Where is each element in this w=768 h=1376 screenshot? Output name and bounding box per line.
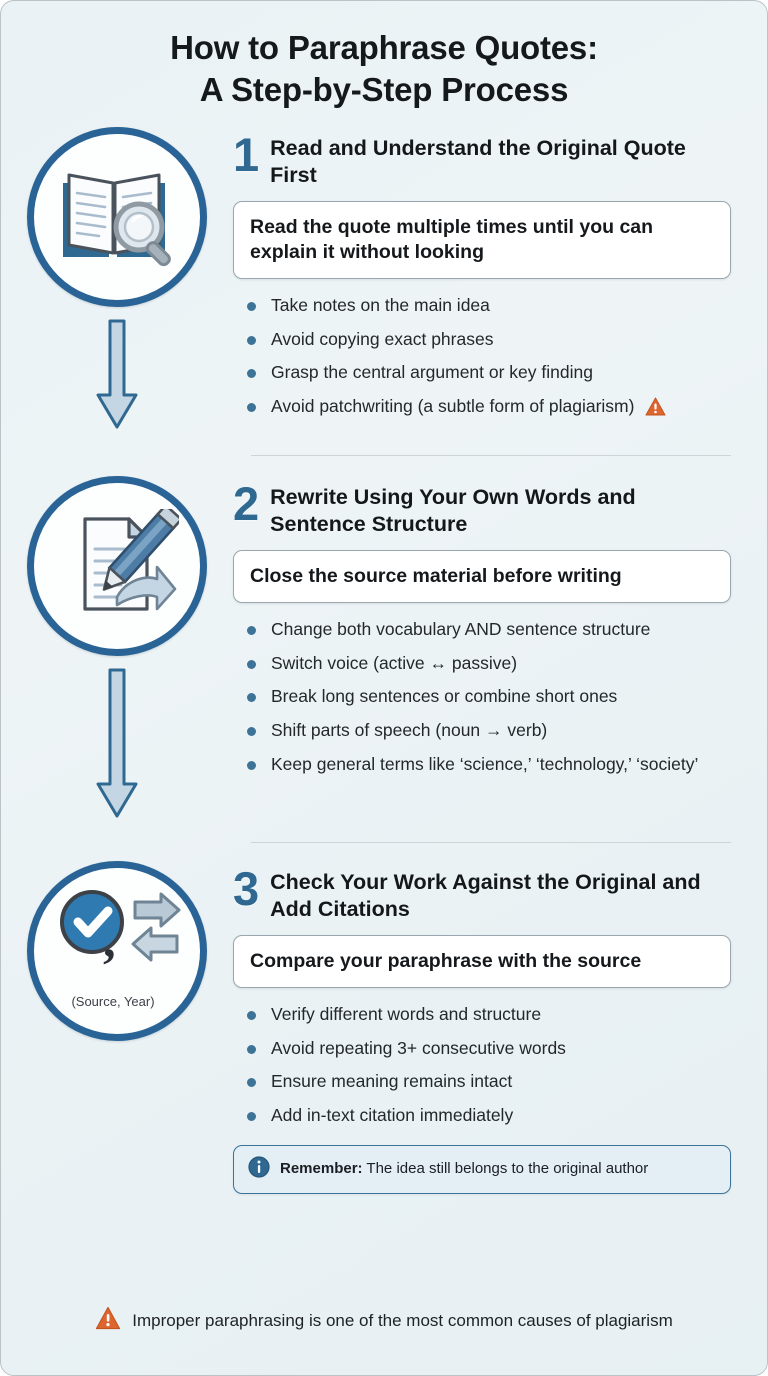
list-item: Keep general terms like ‘science,’ ‘tech…: [247, 753, 731, 776]
bullet-text: Verify different words and structure: [271, 1003, 542, 1024]
connector-arrow-2-to-3: [94, 668, 140, 820]
list-item: Add in-text citation immediately: [247, 1104, 731, 1127]
step-2: 2 Rewrite Using Your Own Words and Sente…: [1, 476, 767, 820]
bullet-dot-icon: [247, 301, 256, 311]
bullet-text: Break long sentences or combine short on…: [271, 686, 618, 707]
bullet-dot-icon: [247, 693, 256, 703]
step-1-content: 1 Read and Understand the Original Quote…: [233, 127, 767, 421]
svg-text:’: ’: [101, 937, 118, 993]
bullet-dot-icon: [247, 1010, 256, 1020]
step-2-number: 2: [233, 477, 260, 531]
list-item: Change both vocabulary AND sentence stru…: [247, 618, 731, 641]
title-line-2: A Step-by-Step Process: [199, 71, 569, 109]
remember-note-text: Remember: The idea still belongs to the …: [280, 1160, 648, 1179]
bullet-dot-icon: [247, 369, 256, 379]
step-3-icon-column: ’ (Source, Year): [1, 861, 233, 1042]
step-3-content: 3 Check Your Work Against the Original a…: [233, 861, 767, 1194]
open-book-magnifier-icon: [27, 127, 207, 308]
bullet-text: Ensure meaning remains intact: [271, 1071, 513, 1092]
step-1: 1 Read and Understand the Original Quote…: [1, 127, 767, 431]
footer-warning-text: Improper paraphrasing is one of the most…: [132, 1310, 673, 1330]
bullet-text: Add in-text citation immediately: [271, 1105, 514, 1126]
step-1-number: 1: [233, 128, 260, 182]
list-item: Ensure meaning remains intact: [247, 1070, 731, 1093]
remember-body: The idea still belongs to the original a…: [362, 1159, 649, 1177]
list-item: Take notes on the main idea: [247, 294, 731, 317]
bullet-dot-icon: [247, 403, 256, 413]
bullet-dot-icon: [247, 659, 256, 669]
bullet-dot-icon: [247, 625, 256, 635]
info-icon: [248, 1156, 270, 1183]
list-item: Shift parts of speech (noun → verb): [247, 719, 731, 742]
step-3-number: 3: [233, 862, 260, 916]
section-divider-1: [251, 455, 731, 457]
bullet-text: Take notes on the main idea: [271, 294, 490, 315]
step-2-bullet-list: Change both vocabulary AND sentence stru…: [233, 618, 731, 776]
step-1-highlight-box: Read the quote multiple times until you …: [233, 200, 731, 279]
step-3-heading: 3 Check Your Work Against the Original a…: [233, 861, 731, 921]
step-1-bullet-list: Take notes on the main idea Avoid copyin…: [233, 294, 731, 422]
step-3: ’ (Source, Year) 3 Check Your Work Again…: [1, 861, 767, 1194]
document-pencil-arrow-icon: [27, 476, 207, 657]
step-2-title: Rewrite Using Your Own Words and Sentenc…: [270, 485, 636, 536]
steps-container: 1 Read and Understand the Original Quote…: [1, 127, 767, 1194]
list-item: Break long sentences or combine short on…: [247, 685, 731, 708]
step-1-title: Read and Understand the Original Quote F…: [270, 136, 686, 187]
step-2-highlight-box: Close the source material before writing: [233, 549, 731, 603]
list-item: Verify different words and structure: [247, 1003, 731, 1026]
list-item: Grasp the central argument or key findin…: [247, 361, 731, 384]
warning-triangle-icon: [95, 1306, 121, 1335]
bullet-dot-icon: [247, 1044, 256, 1054]
bullet-dot-icon: [247, 1078, 256, 1088]
step-2-icon-column: [1, 476, 233, 820]
bullet-text: Avoid repeating 3+ consecutive words: [271, 1037, 566, 1058]
step-2-content: 2 Rewrite Using Your Own Words and Sente…: [233, 476, 767, 775]
bullet-text: Switch voice (active ↔ passive): [271, 652, 518, 673]
step-3-title: Check Your Work Against the Original and…: [270, 870, 701, 921]
remember-note-box: Remember: The idea still belongs to the …: [233, 1144, 731, 1194]
list-item: Avoid patchwriting (a subtle form of pla…: [247, 395, 731, 422]
icon-caption: (Source, Year): [71, 994, 154, 1009]
list-item: Avoid repeating 3+ consecutive words: [247, 1037, 731, 1060]
step-3-highlight-box: Compare your paraphrase with the source: [233, 934, 731, 988]
poster-title: How to Paraphrase Quotes: A Step-by-Step…: [1, 1, 767, 111]
title-line-1: How to Paraphrase Quotes:: [170, 29, 598, 66]
section-divider-2: [251, 842, 731, 844]
bullet-dot-icon: [247, 335, 256, 345]
list-item: Switch voice (active ↔ passive): [247, 652, 731, 675]
warning-triangle-icon: [645, 397, 666, 422]
bullet-text: Change both vocabulary AND sentence stru…: [271, 618, 651, 639]
bullet-dot-icon: [247, 1112, 256, 1122]
bullet-text: Avoid copying exact phrases: [271, 328, 494, 349]
bullet-text: Grasp the central argument or key findin…: [271, 362, 593, 383]
step-1-heading: 1 Read and Understand the Original Quote…: [233, 127, 731, 187]
bullet-text: Avoid patchwriting (a subtle form of pla…: [271, 396, 635, 417]
remember-label: Remember:: [280, 1159, 363, 1177]
bullet-dot-icon: [247, 727, 256, 737]
footer-warning: Improper paraphrasing is one of the most…: [1, 1306, 767, 1335]
checkmark-exchange-citation-icon: ’ (Source, Year): [27, 861, 207, 1042]
bullet-dot-icon: [247, 760, 256, 770]
connector-arrow-1-to-2: [94, 319, 140, 431]
step-3-bullet-list: Verify different words and structure Avo…: [233, 1003, 731, 1127]
bullet-text: Shift parts of speech (noun → verb): [271, 720, 548, 741]
list-item: Avoid copying exact phrases: [247, 328, 731, 351]
bullet-text: Keep general terms like ‘science,’ ‘tech…: [271, 753, 699, 774]
step-1-icon-column: [1, 127, 233, 431]
step-2-heading: 2 Rewrite Using Your Own Words and Sente…: [233, 476, 731, 536]
